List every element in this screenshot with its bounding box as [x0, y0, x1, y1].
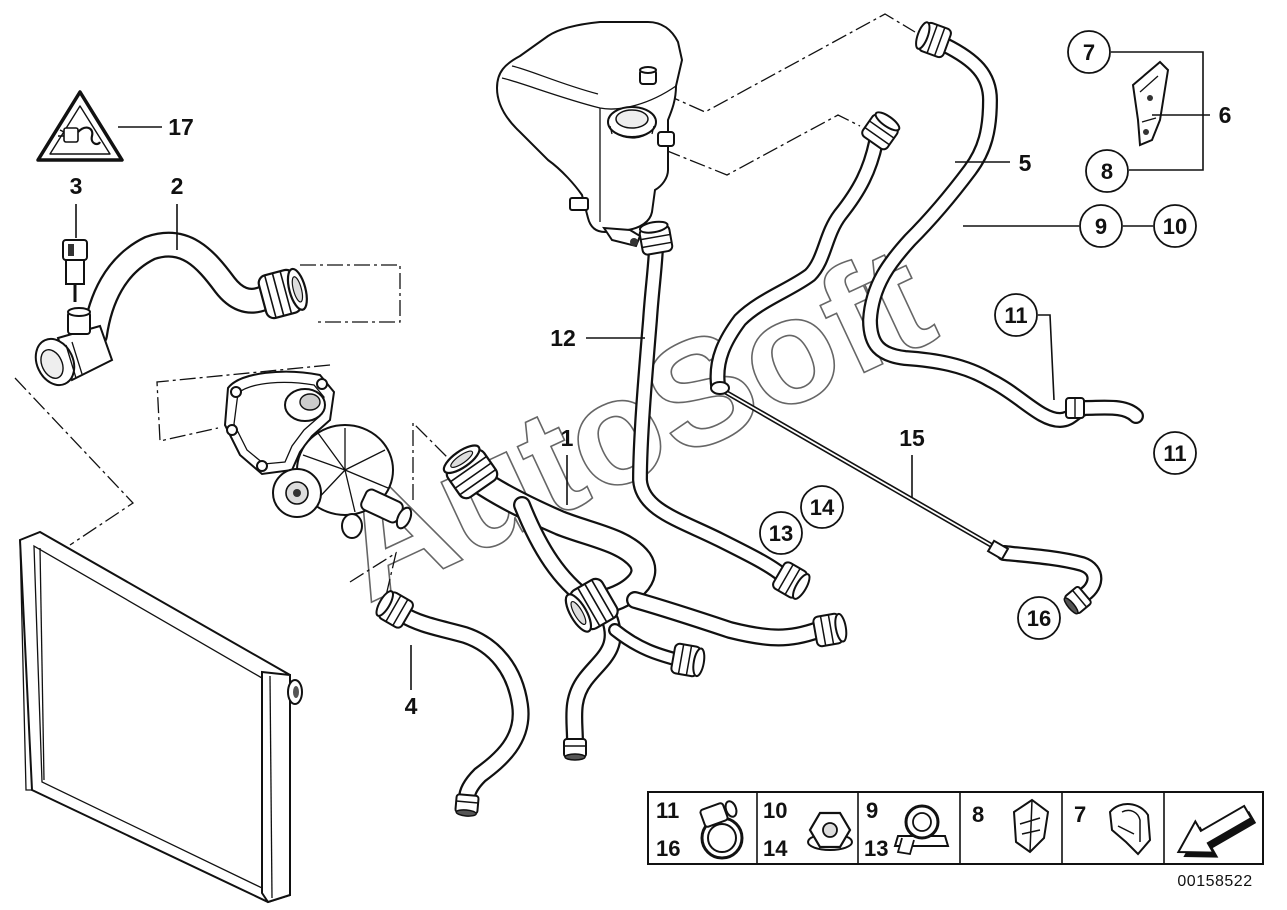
retaining-clip-icon	[1108, 803, 1152, 856]
hose-1-branch-short	[608, 623, 685, 667]
legend-cell-1-top: 11	[656, 798, 679, 823]
circled-callout-9: 9	[1079, 204, 1123, 248]
callout-13: 13	[769, 521, 793, 546]
hose-12	[632, 240, 790, 583]
legend-cell-1-bottom: 16	[656, 836, 680, 861]
vent-hose-connector	[859, 107, 904, 153]
hot-coolant-warning-icon	[36, 90, 124, 162]
hose-connectors	[255, 18, 1093, 818]
hose-body	[395, 607, 528, 805]
circled-callout-16: 16	[1017, 596, 1061, 640]
hose-body	[634, 242, 788, 581]
circled-callout-13: 13	[759, 511, 803, 555]
callout-2: 2	[171, 173, 184, 199]
circled-callout-11-bottom: 11	[1153, 431, 1197, 475]
coolant-pipe-connector	[34, 307, 114, 387]
small-parts-legend: 11 16 10 14 9 13 8	[647, 791, 1264, 865]
pipe-clip-icon	[893, 804, 950, 856]
circled-callout-8: 8	[1085, 149, 1129, 193]
circled-callout-14: 14	[800, 485, 844, 529]
radiator	[18, 530, 303, 904]
hose-12-top-connector	[637, 218, 675, 257]
legend-cell-4-top: 8	[972, 802, 984, 827]
callout-11-top: 11	[1004, 303, 1027, 328]
callout-17: 17	[168, 114, 194, 140]
legend-cell-5-top: 7	[1074, 802, 1086, 827]
callout-4: 4	[405, 693, 418, 719]
hose-clamp-icon	[699, 800, 744, 860]
hose-body	[84, 233, 275, 346]
callout-9: 9	[1095, 214, 1107, 239]
callout-12: 12	[550, 325, 576, 351]
callout-3: 3	[70, 173, 83, 199]
callout-5: 5	[1019, 150, 1032, 176]
coolant-temperature-sensor	[62, 239, 88, 302]
hose-body	[998, 547, 1101, 602]
hose-1-down-end	[563, 738, 587, 761]
callout-6: 6	[1219, 102, 1232, 128]
hose-body	[628, 593, 825, 645]
circled-callout-11-top: 11	[994, 293, 1038, 337]
callout-10: 10	[1163, 214, 1187, 239]
callout-15: 15	[899, 425, 925, 451]
diagram-number: 00158522	[1177, 873, 1252, 890]
callout-8: 8	[1101, 159, 1113, 184]
hose-1-right-connector	[811, 611, 850, 649]
circled-callout-7: 7	[1067, 30, 1111, 74]
callout-1: 1	[561, 425, 574, 451]
spring-clip-icon	[1012, 798, 1050, 854]
legend-cell-3-bottom: 13	[864, 836, 888, 861]
hose-tank-vent	[709, 134, 884, 393]
legend-cell-2-top: 10	[763, 798, 787, 823]
legend-cell-3-top: 9	[866, 798, 878, 823]
callout-7: 7	[1083, 40, 1095, 65]
callout-11-bottom: 11	[1163, 441, 1186, 466]
hose-body	[711, 136, 882, 391]
legend-cell-2-bottom: 14	[763, 836, 788, 861]
hose-1-branch-right	[626, 591, 827, 647]
water-pump	[223, 370, 413, 539]
leader-lines	[75, 51, 1210, 690]
coolant-pipe-15	[710, 381, 1010, 561]
hose-body	[567, 613, 620, 749]
callout-16: 16	[1027, 606, 1051, 631]
hose-1-branch-down	[565, 611, 622, 751]
callout-14: 14	[810, 495, 835, 520]
hex-nut-icon	[807, 811, 853, 851]
mounting-bracket	[1131, 60, 1170, 147]
circled-callout-10: 10	[1153, 204, 1197, 248]
expansion-tank	[495, 21, 684, 248]
hose-outline	[393, 605, 530, 807]
hose-16	[996, 545, 1103, 604]
hose-2-connector	[255, 264, 312, 322]
next-page-arrow-icon	[1176, 804, 1257, 858]
hose-1-short-connector	[669, 641, 708, 679]
hose-4	[393, 605, 530, 807]
hose-2	[82, 231, 277, 348]
hose-4-bottom-end	[453, 793, 480, 818]
